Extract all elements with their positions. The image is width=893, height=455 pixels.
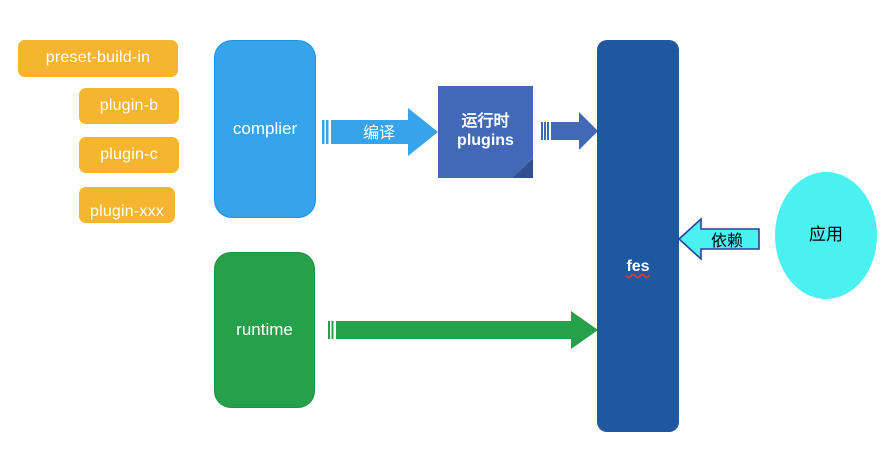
compile-arrow-label: 编译 <box>348 116 410 146</box>
plugin-chip-label: plugin-c <box>100 145 158 163</box>
app-label: 应用 <box>809 225 843 245</box>
plugin-chip-label: preset-build-in <box>45 49 151 67</box>
depend-arrow-label-text: 依赖 <box>710 233 743 250</box>
app-node[interactable]: 应用 <box>775 172 877 299</box>
runtime-plugins-label-en: plugins <box>457 132 514 149</box>
runtime-label: runtime <box>236 319 293 339</box>
compile-arrow-label-text: 编译 <box>362 125 395 142</box>
depend-arrow-label: 依赖 <box>698 224 756 254</box>
runtime-plugins-fold-corner-icon <box>512 158 533 178</box>
plugin-chip-preset-build-in[interactable]: preset-build-in <box>18 40 178 77</box>
compile-arrow <box>322 108 438 156</box>
plugin-chip-plugin-c[interactable]: plugin-c <box>79 137 179 173</box>
depend-arrow <box>677 217 760 261</box>
plugins-to-fes-arrow <box>541 108 598 154</box>
runtime-plugins-label-cn: 运行时 <box>461 113 510 131</box>
complier-node[interactable]: complier <box>214 40 316 218</box>
fes-node[interactable]: fes <box>597 40 679 432</box>
plugin-chip-label: plugin-b <box>99 96 159 114</box>
runtime-node[interactable]: runtime <box>214 252 315 408</box>
runtime-plugins-node[interactable]: 运行时 plugins <box>438 86 533 178</box>
runtime-to-fes-arrow <box>328 310 598 350</box>
plugin-chip-plugin-xxx[interactable]: plugin-xxx <box>79 187 175 223</box>
complier-label: complier <box>232 118 298 138</box>
fes-label: fes <box>626 258 650 275</box>
plugin-chip-plugin-b[interactable]: plugin-b <box>79 88 179 124</box>
plugin-chip-label: plugin-xxx <box>89 202 165 220</box>
